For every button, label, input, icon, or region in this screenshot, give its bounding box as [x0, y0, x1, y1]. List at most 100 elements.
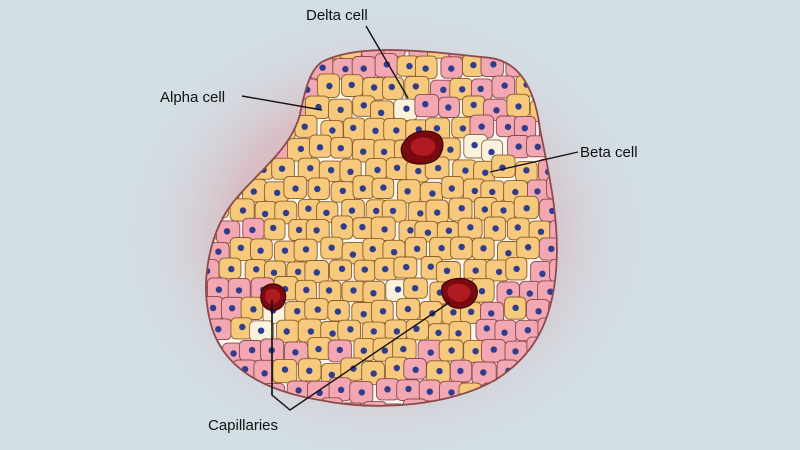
cell-nucleus — [350, 365, 357, 372]
cell-nucleus — [470, 101, 477, 109]
alpha-cell-label: Alpha cell — [160, 89, 225, 106]
cell-nucleus — [427, 349, 434, 356]
cell-nucleus — [209, 304, 217, 312]
cell-nucleus — [348, 207, 356, 214]
cell-nucleus — [261, 210, 269, 218]
capillary-left — [260, 283, 287, 311]
cell-nucleus — [338, 265, 346, 272]
cell-nucleus — [405, 385, 412, 393]
cell-nucleus — [547, 288, 554, 295]
cell-nucleus — [458, 205, 465, 212]
cell-nucleus — [294, 268, 302, 275]
cell-nucleus — [237, 244, 245, 251]
cell-nucleus — [373, 207, 380, 215]
delta-cell-label: Delta cell — [306, 7, 368, 24]
cell-nucleus — [436, 367, 443, 375]
cell-nucleus — [348, 81, 355, 89]
cell-nucleus — [448, 347, 455, 354]
cell-nucleus — [417, 210, 424, 217]
cell-nucleus — [313, 269, 320, 276]
cell-nucleus — [316, 144, 324, 151]
cell-nucleus — [501, 329, 508, 336]
cell-nucleus — [481, 206, 488, 213]
cell-nucleus — [390, 249, 398, 256]
alpha-cell — [382, 403, 406, 406]
cell-nucleus — [534, 143, 541, 150]
cell-nucleus — [350, 124, 357, 132]
cell-nucleus — [215, 326, 222, 333]
cell-nucleus — [537, 228, 545, 235]
cell-nucleus — [281, 366, 289, 373]
cell-nucleus — [360, 65, 367, 72]
cell-nucleus — [404, 188, 411, 195]
cell-nucleus — [369, 245, 376, 253]
cell-nucleus — [393, 164, 401, 171]
cell-nucleus — [548, 245, 555, 252]
cell-nucleus — [342, 65, 349, 73]
cell-nucleus — [350, 287, 357, 294]
cell-nucleus — [500, 207, 507, 214]
islet-inner-border — [205, 49, 558, 407]
cell-nucleus — [394, 286, 402, 293]
cell-nucleus — [483, 325, 490, 332]
cell-nucleus — [328, 244, 335, 251]
cell-nucleus — [429, 190, 436, 197]
cell-nucleus — [404, 305, 412, 313]
alpha-cell — [340, 402, 364, 406]
cell-nucleus — [393, 328, 400, 335]
cell-nucleus — [489, 188, 496, 196]
cell-nucleus — [512, 304, 519, 311]
cell-nucleus — [278, 165, 286, 172]
cell-nucleus — [294, 308, 301, 315]
cell-nucleus — [235, 287, 243, 294]
cell-nucleus — [411, 285, 419, 292]
cell-nucleus — [478, 288, 486, 295]
cell-nucleus — [253, 266, 260, 273]
beta-cell-leader — [489, 151, 579, 173]
cell-nucleus — [307, 165, 314, 172]
cell-nucleus — [303, 286, 310, 294]
cell-nucleus — [228, 305, 236, 312]
cell-nucleus — [506, 288, 513, 296]
cell-nucleus — [412, 366, 419, 373]
cell-nucleus — [447, 146, 454, 153]
cell-nucleus — [478, 123, 485, 130]
cell-nucleus — [370, 370, 377, 377]
cell-nucleus — [370, 290, 377, 297]
cell-nucleus — [523, 205, 530, 212]
cell-nucleus — [535, 308, 542, 315]
cell-nucleus — [315, 345, 322, 353]
beta-cell-label: Beta cell — [580, 144, 638, 161]
cell-nucleus — [292, 349, 299, 356]
cell-nucleus — [313, 227, 320, 234]
cell-nucleus — [282, 209, 290, 217]
cell-nucleus — [325, 287, 333, 294]
cell-nucleus — [228, 265, 235, 273]
cell-nucleus — [467, 308, 475, 315]
delta-cell-leader — [365, 25, 409, 99]
cell-nucleus — [490, 61, 497, 68]
cell-nucleus — [459, 86, 466, 93]
cell-nucleus — [295, 387, 302, 394]
cell-nucleus — [393, 127, 400, 134]
cell-nucleus — [501, 82, 508, 89]
cell-nucleus — [448, 185, 455, 192]
cell-nucleus — [215, 248, 222, 255]
cell-nucleus — [470, 61, 477, 69]
cell-nucleus — [413, 325, 420, 332]
cell-nucleus — [314, 306, 321, 313]
cell-nucleus — [248, 346, 256, 354]
cell-nucleus — [471, 141, 478, 149]
cell-nucleus — [283, 328, 290, 335]
cell-nucleus — [257, 327, 265, 334]
cell-nucleus — [383, 61, 390, 68]
cell-nucleus — [336, 346, 343, 354]
cell-nucleus — [393, 364, 400, 372]
cell-nucleus — [548, 409, 554, 415]
cell-nucleus — [504, 123, 512, 131]
cell-nucleus — [297, 145, 305, 153]
cell-nucleus — [514, 224, 521, 231]
cell-nucleus — [337, 386, 345, 393]
cell-nucleus — [492, 225, 499, 232]
cell-nucleus — [512, 348, 519, 355]
